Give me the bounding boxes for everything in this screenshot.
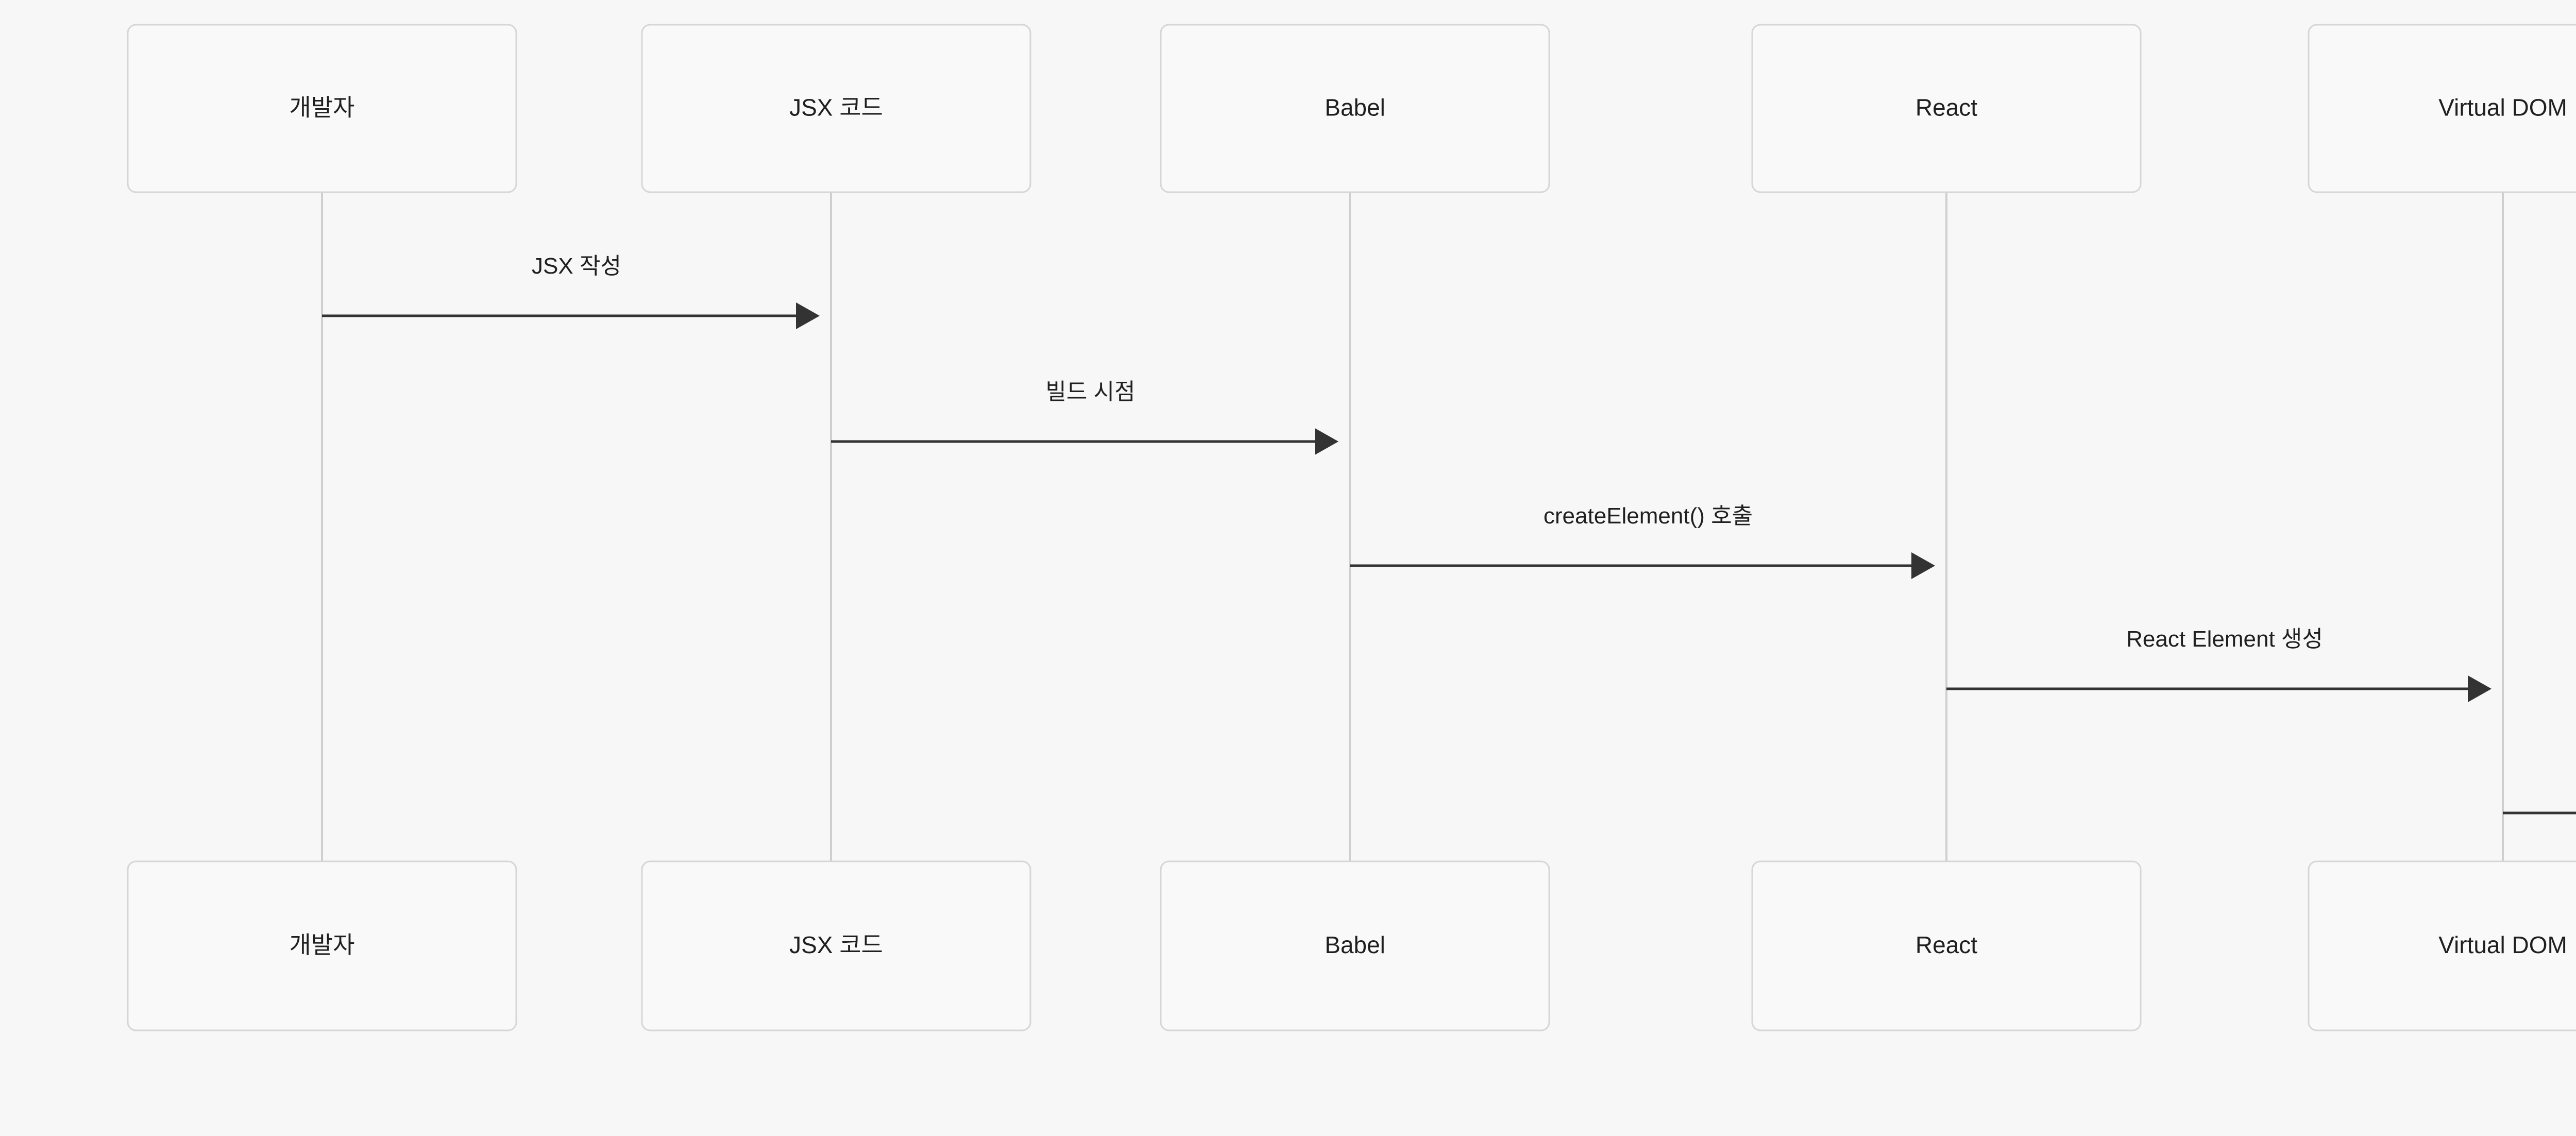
participant-box-shape xyxy=(1160,860,1550,1031)
participant-label: JSX 코드 xyxy=(789,931,883,958)
participant-bottom-babel[interactable]: Babel xyxy=(1160,860,1550,1031)
participant-top-virtual-dom[interactable]: Virtual DOM xyxy=(2308,24,2576,193)
message-5[interactable]: 변경사항 반영 xyxy=(2503,751,2576,826)
participant-box-shape xyxy=(1751,24,2142,193)
message-label: React Element 생성 xyxy=(2126,626,2323,652)
lifelines-layer xyxy=(321,192,2504,861)
participant-top-react[interactable]: React xyxy=(1751,24,2142,193)
participant-label: 개발자 xyxy=(290,931,355,958)
participant-box-shape xyxy=(127,24,517,193)
participant-top-jsx-code[interactable]: JSX 코드 xyxy=(641,24,1031,193)
participant-box-shape xyxy=(641,860,1031,1031)
message-arrowhead-icon xyxy=(1315,428,1338,455)
participant-box-shape xyxy=(2308,860,2576,1031)
message-2[interactable]: 빌드 시점 xyxy=(831,379,1338,455)
participant-label: 개발자 xyxy=(290,94,355,121)
message-arrowhead-icon xyxy=(796,302,820,329)
participant-bottom-react[interactable]: React xyxy=(1751,860,2142,1031)
participant-bottom-developer[interactable]: 개발자 xyxy=(127,860,517,1031)
participant-box-shape xyxy=(1160,24,1550,193)
participant-label: React xyxy=(1916,931,1977,958)
participant-label: Virtual DOM xyxy=(2438,931,2567,958)
message-3[interactable]: createElement() 호출 xyxy=(1350,503,1935,579)
participant-top-babel[interactable]: Babel xyxy=(1160,24,1550,193)
participant-label: Babel xyxy=(1325,931,1385,958)
participant-bottom-jsx-code[interactable]: JSX 코드 xyxy=(641,860,1031,1031)
participant-box-shape xyxy=(127,860,517,1031)
participant-box-shape xyxy=(641,24,1031,193)
participant-label: React xyxy=(1916,94,1977,121)
message-arrowhead-icon xyxy=(2468,675,2492,702)
participant-top-developer[interactable]: 개발자 xyxy=(127,24,517,193)
participant-label: JSX 코드 xyxy=(789,94,883,121)
message-label: createElement() 호출 xyxy=(1544,503,1753,529)
message-label: 빌드 시점 xyxy=(1045,379,1135,404)
participant-box-shape xyxy=(1751,860,2142,1031)
participant-box-shape xyxy=(2308,24,2576,193)
message-4[interactable]: React Element 생성 xyxy=(1946,626,2492,702)
participant-label: Virtual DOM xyxy=(2438,94,2567,121)
message-label: JSX 작성 xyxy=(532,253,621,279)
message-arrowhead-icon xyxy=(1911,552,1935,579)
participant-label: Babel xyxy=(1325,94,1385,121)
message-1[interactable]: JSX 작성 xyxy=(322,253,820,329)
participant-bottom-virtual-dom[interactable]: Virtual DOM xyxy=(2308,860,2576,1031)
